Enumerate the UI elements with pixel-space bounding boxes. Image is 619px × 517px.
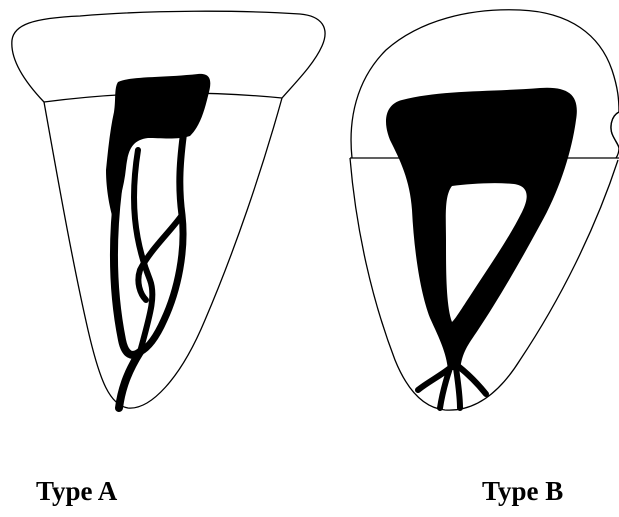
tooth-b-crown-bump bbox=[611, 112, 619, 148]
tooth-a-root-outline bbox=[44, 98, 282, 408]
tooth-a-canal-apex bbox=[119, 352, 140, 408]
tooth-b-canal-branch-midright bbox=[456, 368, 460, 408]
caption-type-a: Type A bbox=[36, 478, 117, 505]
tooth-type-b bbox=[350, 10, 619, 410]
tooth-type-a bbox=[12, 11, 325, 408]
tooth-b-canal-branch-right bbox=[458, 366, 486, 394]
tooth-a-pulp-chamber bbox=[106, 74, 210, 222]
caption-type-b: Type B bbox=[482, 478, 563, 505]
tooth-b-pulp-chamber bbox=[386, 88, 577, 370]
